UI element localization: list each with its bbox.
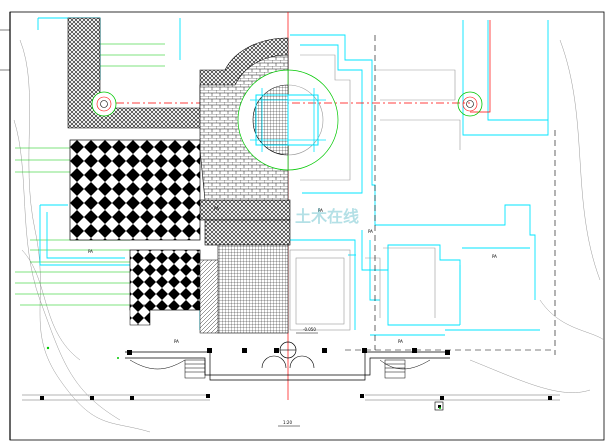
planter-circle-left [91, 91, 117, 117]
building-interior-lines [300, 54, 461, 318]
area-label: PA [174, 339, 179, 344]
area-label: PA [214, 206, 219, 211]
central-court [289, 249, 351, 331]
area-label: PA [88, 249, 93, 254]
area-label: PA [398, 339, 403, 344]
area-labels: PA PA PA PA PA PA PA [88, 206, 497, 344]
grid-paving [199, 244, 289, 334]
terrain-contours [13, 39, 605, 433]
elevation-text: -0.050 [303, 327, 316, 332]
area-label: PA [368, 229, 373, 234]
area-label: PA [492, 254, 497, 259]
stairs [184, 359, 406, 379]
elevation-marker: -0.050 [279, 327, 318, 359]
checker-paving-large [69, 139, 201, 241]
north-marker [434, 401, 444, 411]
planter-circle-right [457, 91, 483, 117]
watermark-text: 土木在线 [295, 207, 359, 226]
scale-note: 1:20 [283, 420, 292, 425]
circular-plaza [199, 54, 339, 201]
area-label: PA [318, 208, 323, 213]
green-dot-markers [46, 346, 441, 409]
property-line [345, 35, 556, 355]
checker-paving-small [129, 249, 201, 326]
drawing-frame [0, 11, 605, 441]
facade-strip [22, 351, 560, 401]
columns [40, 348, 552, 400]
